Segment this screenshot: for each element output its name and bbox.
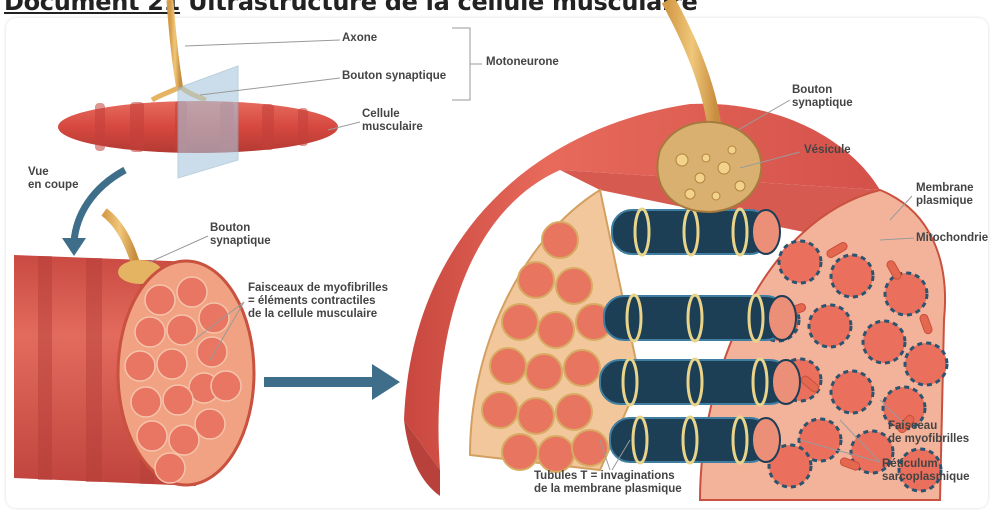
myofibril-cap <box>768 296 796 340</box>
myofibril-cap <box>752 418 780 462</box>
myofibril-bundle-end <box>831 255 873 297</box>
myofibril-bundle-section <box>195 409 225 439</box>
myofibril-cap <box>752 210 780 254</box>
myofibril-bundle-section <box>199 303 229 333</box>
label-mitochondrie: Mitochondrie <box>916 232 988 245</box>
myofibril-bundle-face <box>518 398 554 434</box>
myofibril-cylinder <box>600 360 790 404</box>
myofibril-bundle-section <box>135 317 165 347</box>
label-axone: Axone <box>342 32 377 45</box>
label-bouton-synaptique-top: Bouton synaptique <box>342 70 446 83</box>
myofibril-bundle-section <box>167 315 197 345</box>
label-vesicule: Vésicule <box>804 144 851 157</box>
myofibril-bundle-section <box>157 349 187 379</box>
myofibril-bundle-section <box>177 277 207 307</box>
section-arrow-head <box>62 238 86 256</box>
label-membrane-plasmique: Membrane plasmique <box>916 182 974 208</box>
myofibril-bundle-section <box>197 337 227 367</box>
label-motoneurone: Motoneurone <box>486 56 559 69</box>
zoom-arrow <box>264 364 400 400</box>
label-bouton-synaptique-right: Bouton synaptique <box>792 84 853 110</box>
label-vue-en-coupe: Vue en coupe <box>28 166 78 192</box>
myofibril-bundle-face <box>538 436 574 472</box>
myofibril-bundle-section <box>145 285 175 315</box>
myofibril-bundle-section <box>137 421 167 451</box>
myofibril-bundle-end <box>885 273 927 315</box>
myofibril-bundle-face <box>542 222 578 258</box>
myofibril-bundle-face <box>490 348 526 384</box>
label-tubules-t: Tubules T = invaginations de la membrane… <box>534 470 682 496</box>
myofibril-bundle-section <box>211 371 241 401</box>
myofibril-bundle-face <box>556 268 592 304</box>
myofibril-bundle-face <box>518 262 554 298</box>
myofibril-cylinder <box>604 296 786 340</box>
label-bouton-synaptique-left: Bouton synaptique <box>210 222 271 248</box>
myofibril-bundle-face <box>502 434 538 470</box>
myofibril-bundle-section <box>163 385 193 415</box>
myofibril-bundle-end <box>779 241 821 283</box>
myofibril-bundle-section <box>125 351 155 381</box>
label-cellule-musculaire: Cellule musculaire <box>362 108 423 134</box>
myofibril-bundle-face <box>538 312 574 348</box>
myofibril-bundle-section <box>155 453 185 483</box>
myofibril-bundle-face <box>482 392 518 428</box>
label-faisceaux-myofibrilles: Faisceaux de myofibrilles = éléments con… <box>248 282 388 321</box>
fiber-3d-block <box>404 0 947 500</box>
myofibril-bundle-end <box>905 343 947 385</box>
myofibril-cap <box>772 360 800 404</box>
label-faisceau-myofibrilles: Faisceau de myofibrilles <box>888 420 969 446</box>
myofibril-bundle-face <box>526 354 562 390</box>
myofibril-bundle-face <box>556 394 592 430</box>
myofibril-bundle-face <box>502 304 538 340</box>
label-reticulum-sarcoplasmique: Réticulum sarcoplasmique <box>882 458 970 484</box>
myofibril-bundle-end <box>831 371 873 413</box>
myofibril-bundle-face <box>564 350 600 386</box>
myofibril-bundle-end <box>809 305 851 347</box>
myofibril-bundle-end <box>863 321 905 363</box>
muscle-cell-overview <box>58 0 338 178</box>
myofibril-bundle-section <box>131 387 161 417</box>
fiber-section <box>14 212 254 486</box>
myofibril-bundle-section <box>169 425 199 455</box>
